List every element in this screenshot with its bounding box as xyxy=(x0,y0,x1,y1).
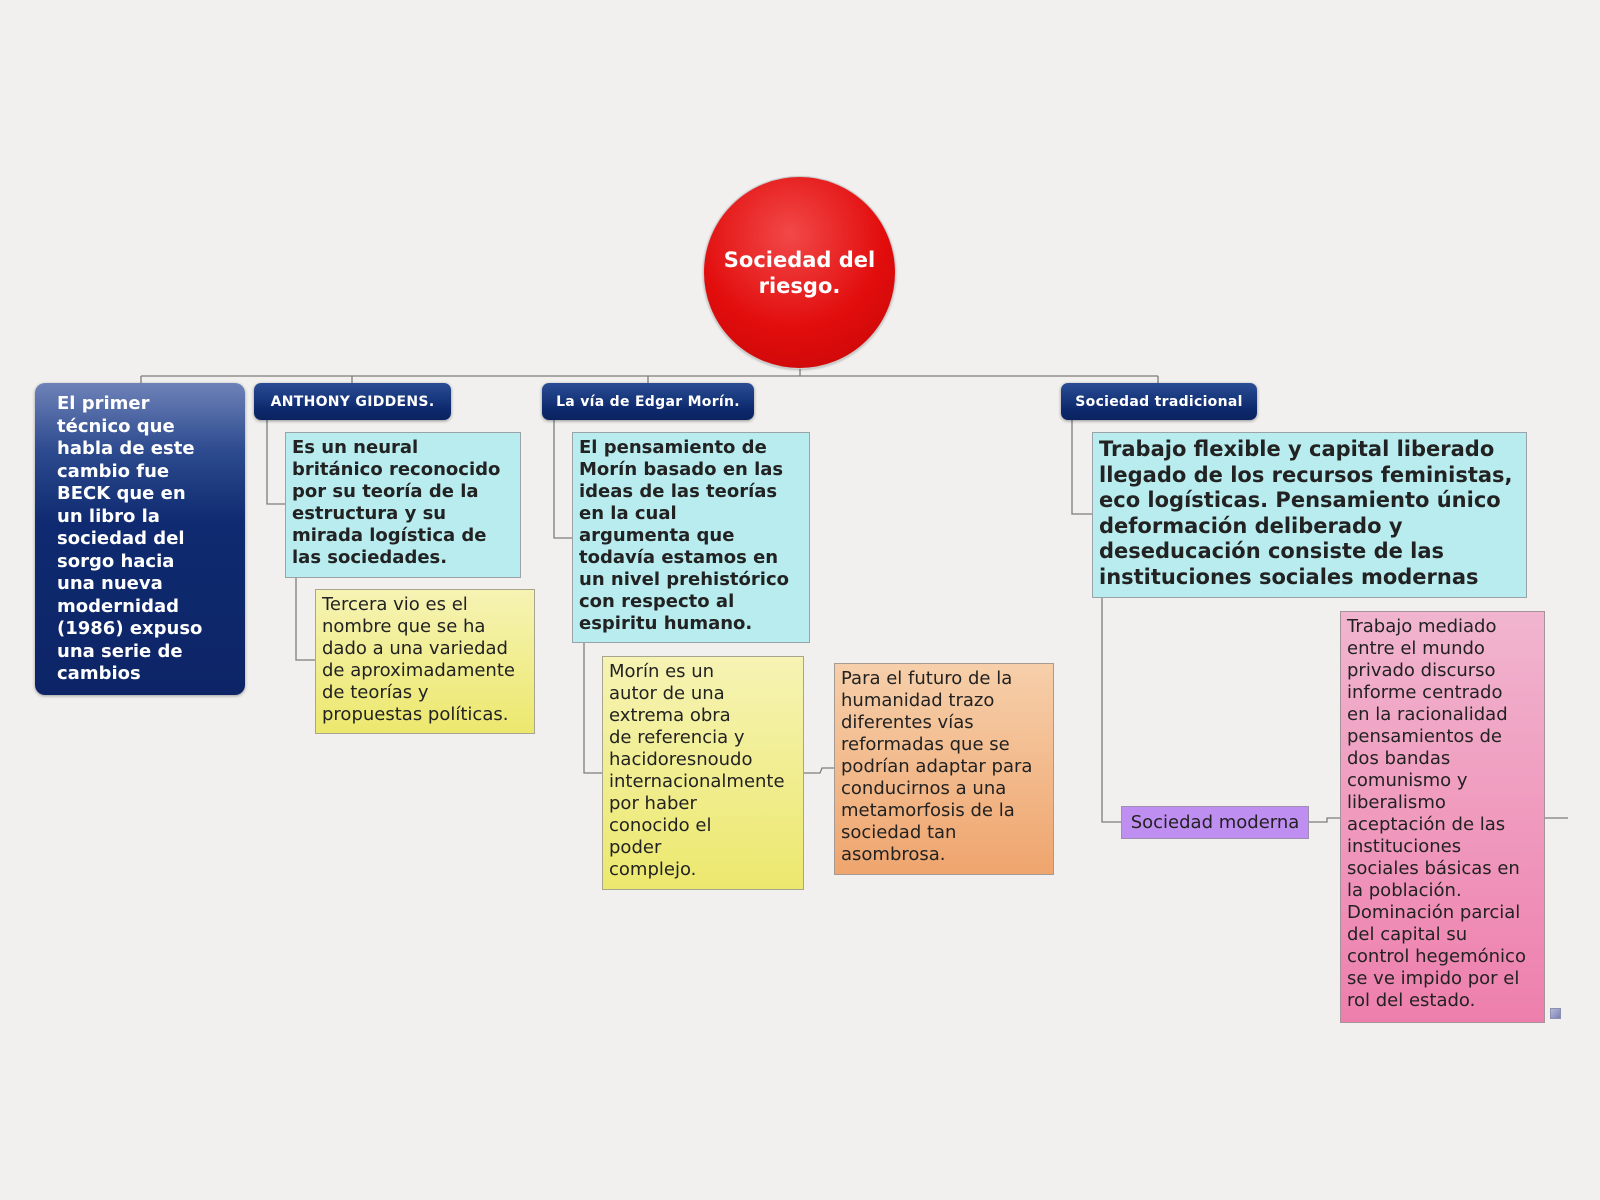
moderna-label: Sociedad moderna xyxy=(1130,811,1300,833)
moderna-desc-node[interactable]: Trabajo mediado entre el mundo privado d… xyxy=(1340,611,1545,1023)
tercera-via-node[interactable]: Tercera vio es el nombre que se ha dado … xyxy=(315,589,535,734)
morin-desc-node[interactable]: El pensamiento de Morín basado en las id… xyxy=(572,432,810,643)
morin-futuro-text: Para el futuro de la humanidad trazo dif… xyxy=(841,668,1033,865)
connector-tradicional-desc xyxy=(1071,420,1092,515)
root-label: Sociedad del riesgo. xyxy=(723,247,876,298)
connector-moderna-desc xyxy=(1309,817,1340,823)
connector-morin-desc xyxy=(553,420,572,539)
moderna-desc-text: Trabajo mediado entre el mundo privado d… xyxy=(1347,616,1526,1011)
morin-autor-node[interactable]: Morín es un autor de una extrema obra de… xyxy=(602,656,804,890)
root-node[interactable]: Sociedad del riesgo. xyxy=(703,176,896,369)
beck-text: El primer técnico que habla de este camb… xyxy=(57,393,203,684)
giddens-desc-node[interactable]: Es un neural británico reconocido por su… xyxy=(285,432,521,578)
connector-morin-autor xyxy=(583,643,602,774)
morin-futuro-node[interactable]: Para el futuro de la humanidad trazo dif… xyxy=(834,663,1054,875)
morin-label: La vía de Edgar Morín. xyxy=(556,393,740,410)
beck-node[interactable]: El primer técnico que habla de este camb… xyxy=(35,383,245,695)
giddens-label: ANTHONY GIDDENS. xyxy=(270,393,435,410)
morin-autor-text: Morín es un autor de una extrema obra de… xyxy=(609,661,785,880)
tradicional-desc-text: Trabajo flexible y capital liberado lleg… xyxy=(1099,437,1513,589)
moderna-node[interactable]: Sociedad moderna xyxy=(1121,806,1309,839)
tradicional-desc-node[interactable]: Trabajo flexible y capital liberado lleg… xyxy=(1092,432,1527,598)
tradicional-label: Sociedad tradicional xyxy=(1075,393,1243,410)
connector-morin-futuro xyxy=(804,767,834,774)
giddens-desc-text: Es un neural británico reconocido por su… xyxy=(292,437,501,568)
connector-giddens-desc xyxy=(266,420,285,505)
morin-desc-text: El pensamiento de Morín basado en las id… xyxy=(579,437,789,634)
giddens-node[interactable]: ANTHONY GIDDENS. xyxy=(254,383,451,420)
tercera-via-text: Tercera vio es el nombre que se ha dado … xyxy=(322,594,515,725)
connector-tradicional-moderna xyxy=(1101,598,1121,823)
tradicional-node[interactable]: Sociedad tradicional xyxy=(1061,383,1257,420)
attachment-icon[interactable] xyxy=(1550,1008,1561,1019)
morin-node[interactable]: La vía de Edgar Morín. xyxy=(542,383,754,420)
connector-giddens-tercera xyxy=(295,578,315,661)
